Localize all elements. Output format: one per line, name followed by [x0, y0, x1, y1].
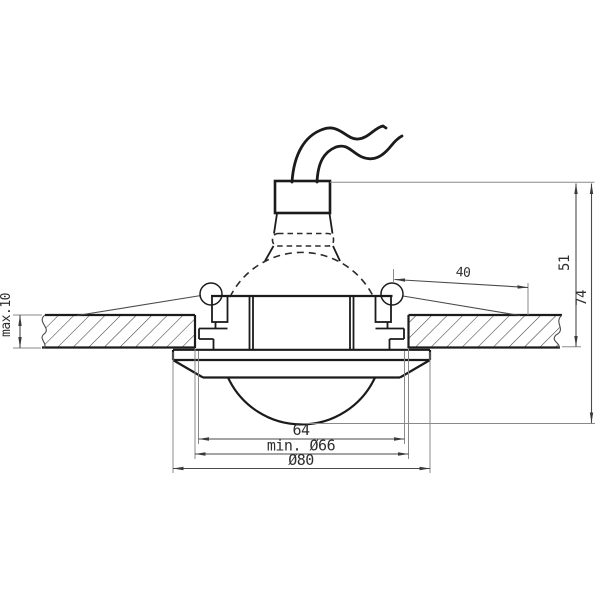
- spring-arm-left: [76, 294, 202, 317]
- dimension-80: Ø80: [172, 352, 431, 473]
- spring-clip-left: [199, 282, 223, 306]
- ceiling-slab-left: [41, 313, 197, 349]
- clip-holder-right: [374, 295, 405, 349]
- break-line-left: [41, 314, 47, 349]
- housing-body: [76, 282, 521, 349]
- ceiling-slab-right: [407, 313, 563, 349]
- break-line-right: [553, 314, 563, 349]
- dimension-max10: max.10: [0, 293, 42, 349]
- dimension-64: 64: [198, 351, 405, 444]
- lamp-socket: [264, 213, 341, 262]
- spring-arm-right: [402, 295, 521, 317]
- dimension-74: 74: [302, 183, 595, 424]
- socket-dashed-outline: [271, 232, 335, 247]
- dim-label-cutout-diameter: min. Ø66: [267, 437, 336, 455]
- bulb-outline: [229, 251, 375, 298]
- dim-label-clip-range: 40: [455, 265, 471, 281]
- dim-label-trim-diameter: Ø80: [288, 451, 314, 469]
- junction-box: [273, 179, 332, 215]
- glass-dome: [227, 377, 376, 426]
- dim-label-recessed-depth: 51: [557, 255, 573, 271]
- dimension-40: 40: [393, 265, 529, 315]
- dimension-min66: min. Ø66: [194, 349, 409, 459]
- dim-label-overall-height: 74: [574, 290, 590, 306]
- dim-label-ceiling-thickness: max.10: [0, 293, 14, 337]
- power-wires: [290, 124, 404, 184]
- trim-flange: [171, 348, 432, 379]
- clip-holder-left: [198, 295, 229, 349]
- dim-label-housing-diameter: 64: [292, 421, 310, 439]
- spring-clip-right: [380, 282, 404, 306]
- dimension-51: 51: [330, 181, 595, 348]
